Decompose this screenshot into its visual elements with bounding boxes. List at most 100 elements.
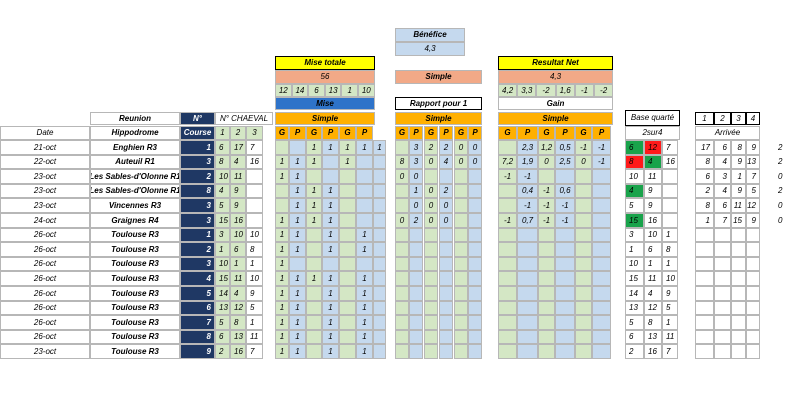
row-arrivee[interactable]: 6 bbox=[714, 140, 731, 155]
row-gain[interactable] bbox=[575, 271, 592, 286]
row-arrivee[interactable] bbox=[746, 242, 760, 257]
base-quarte-header[interactable]: Base quarté bbox=[625, 110, 680, 126]
row-gain[interactable] bbox=[517, 242, 538, 257]
row-base-quarte[interactable]: 5 bbox=[662, 301, 678, 315]
row-gain[interactable] bbox=[555, 228, 575, 242]
deux-sur-quatre-header[interactable]: 2sur4 bbox=[625, 126, 680, 140]
row-mise[interactable] bbox=[339, 257, 356, 271]
row-rapport[interactable]: 0 bbox=[409, 198, 423, 213]
row-arrivee[interactable] bbox=[746, 257, 760, 271]
row-rapport[interactable] bbox=[439, 301, 453, 315]
row-gain[interactable] bbox=[575, 315, 592, 330]
row-arrivee[interactable] bbox=[746, 330, 760, 344]
row-gain[interactable]: 0,4 bbox=[517, 184, 538, 198]
gp-header[interactable]: P bbox=[289, 126, 306, 140]
benefice-value[interactable]: 4,3 bbox=[395, 42, 465, 56]
row-arrivee[interactable]: 17 bbox=[695, 140, 714, 155]
row-arrivee[interactable] bbox=[714, 271, 731, 286]
mise-totale-sub[interactable]: 13 bbox=[324, 84, 342, 97]
row-rapport[interactable] bbox=[409, 301, 423, 315]
row-mise[interactable] bbox=[373, 213, 386, 228]
row-mise[interactable]: 1 bbox=[275, 344, 289, 359]
gp-header[interactable]: G bbox=[575, 126, 592, 140]
row-base-quarte[interactable]: 6 bbox=[644, 242, 662, 257]
gp-header[interactable]: P bbox=[322, 126, 339, 140]
row-gain[interactable]: -1 bbox=[555, 198, 575, 213]
row-mise[interactable]: 1 bbox=[289, 271, 306, 286]
row-gain[interactable] bbox=[538, 315, 555, 330]
gp-header[interactable]: P bbox=[439, 126, 453, 140]
row-rapport[interactable] bbox=[454, 198, 468, 213]
row-mise[interactable] bbox=[306, 257, 322, 271]
row-gain[interactable]: 0 bbox=[538, 155, 555, 169]
row-mise[interactable]: 1 bbox=[275, 155, 289, 169]
row-mise[interactable]: 1 bbox=[289, 213, 306, 228]
row-gain[interactable]: 0,7 bbox=[517, 213, 538, 228]
row-arrivee[interactable]: 4 bbox=[714, 184, 731, 198]
row-mise[interactable] bbox=[339, 242, 356, 257]
row-course[interactable]: 2 bbox=[180, 169, 215, 184]
row-rapport[interactable]: 0 bbox=[395, 169, 409, 184]
row-date[interactable]: 26-oct bbox=[0, 242, 90, 257]
row-mise[interactable]: 1 bbox=[322, 330, 339, 344]
row-cheval[interactable]: 4 bbox=[230, 155, 246, 169]
row-mise[interactable] bbox=[306, 228, 322, 242]
row-rapport[interactable] bbox=[468, 271, 482, 286]
row-arrivee[interactable]: 8 bbox=[731, 140, 746, 155]
row-hippodrome[interactable]: Auteuil R1 bbox=[90, 155, 180, 169]
hippodrome-header[interactable]: Hippodrome bbox=[90, 126, 180, 140]
row-mise[interactable] bbox=[339, 330, 356, 344]
row-rapport[interactable] bbox=[468, 228, 482, 242]
simple-header-gain[interactable]: Simple bbox=[498, 112, 613, 125]
row-cheval[interactable]: 6 bbox=[215, 330, 230, 344]
row-gain[interactable] bbox=[575, 242, 592, 257]
row-gain[interactable] bbox=[555, 286, 575, 301]
row-rapport[interactable]: 0 bbox=[439, 213, 453, 228]
row-mise[interactable] bbox=[275, 140, 289, 155]
resultat-net-sub[interactable]: -1 bbox=[574, 84, 594, 97]
row-mise[interactable] bbox=[339, 301, 356, 315]
row-mise[interactable]: 1 bbox=[289, 315, 306, 330]
row-gain[interactable] bbox=[555, 301, 575, 315]
row-date[interactable]: 21-oct bbox=[0, 140, 90, 155]
row-rapport[interactable] bbox=[439, 330, 453, 344]
row-base-quarte[interactable]: 6 bbox=[625, 140, 644, 155]
row-rapport[interactable] bbox=[454, 228, 468, 242]
row-mise[interactable]: 1 bbox=[306, 213, 322, 228]
row-mise[interactable]: 1 bbox=[289, 344, 306, 359]
row-cheval[interactable]: 17 bbox=[230, 140, 246, 155]
row-gain[interactable] bbox=[517, 271, 538, 286]
row-rapport[interactable] bbox=[468, 198, 482, 213]
row-mise[interactable]: 1 bbox=[289, 330, 306, 344]
row-date[interactable]: 26-oct bbox=[0, 228, 90, 242]
row-rapport[interactable]: 0 bbox=[409, 169, 423, 184]
row-course[interactable]: 3 bbox=[180, 198, 215, 213]
row-arrivee[interactable]: 1 bbox=[695, 213, 714, 228]
row-mise[interactable]: 1 bbox=[275, 286, 289, 301]
row-cheval[interactable]: 7 bbox=[246, 140, 263, 155]
row-rapport[interactable] bbox=[454, 330, 468, 344]
row-mise[interactable]: 1 bbox=[289, 228, 306, 242]
row-hippodrome[interactable]: Toulouse R3 bbox=[90, 286, 180, 301]
row-gain[interactable]: -1 bbox=[592, 140, 611, 155]
row-gain[interactable] bbox=[575, 198, 592, 213]
row-mise[interactable] bbox=[373, 242, 386, 257]
row-rapport[interactable] bbox=[424, 228, 438, 242]
row-gain[interactable] bbox=[498, 242, 517, 257]
row-cheval[interactable] bbox=[246, 169, 263, 184]
row-mise[interactable]: 1 bbox=[322, 242, 339, 257]
row-gain[interactable]: -1 bbox=[538, 184, 555, 198]
row-rapport[interactable] bbox=[439, 344, 453, 359]
mise-totale-label[interactable]: Mise totale bbox=[275, 56, 375, 70]
row-base-quarte[interactable]: 5 bbox=[625, 198, 644, 213]
row-mise[interactable]: 1 bbox=[289, 286, 306, 301]
row-cheval[interactable]: 10 bbox=[246, 271, 263, 286]
row-arrivee[interactable] bbox=[746, 301, 760, 315]
row-rapport[interactable] bbox=[468, 315, 482, 330]
row-mise[interactable]: 1 bbox=[275, 228, 289, 242]
row-base-quarte[interactable]: 4 bbox=[625, 184, 644, 198]
row-date[interactable]: 22-oct bbox=[0, 155, 90, 169]
row-base-quarte[interactable]: 1 bbox=[662, 315, 678, 330]
row-gain[interactable] bbox=[538, 271, 555, 286]
row-gain[interactable] bbox=[575, 169, 592, 184]
